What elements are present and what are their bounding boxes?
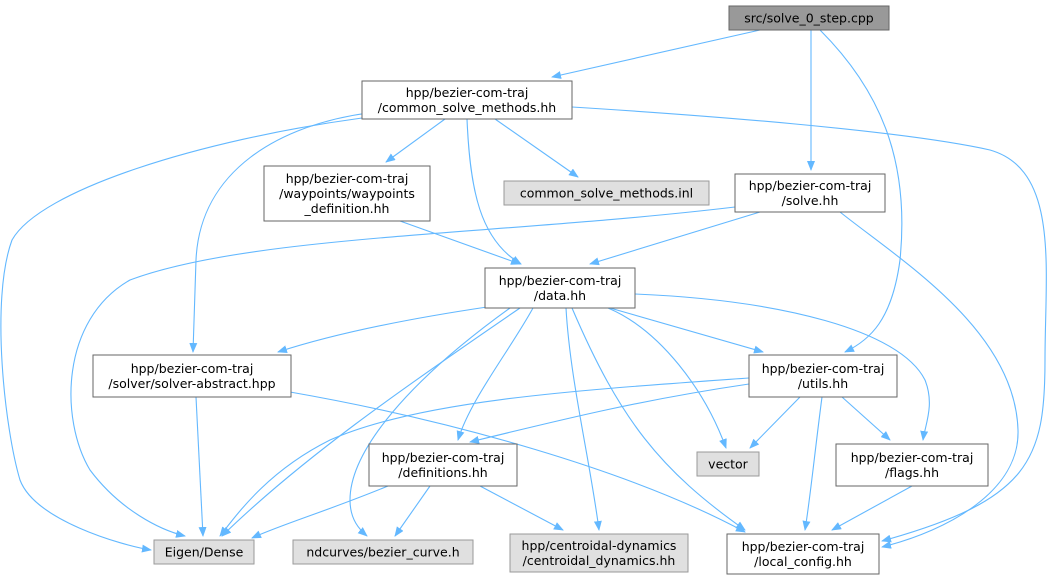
node-label-line: hpp/bezier-com-traj — [499, 273, 622, 288]
node-box — [835, 443, 989, 487]
node-label-line: /solve.hh — [782, 193, 839, 208]
node-label-line: hpp/bezier-com-traj — [749, 178, 872, 193]
edge-utils_hh-to-eigen_dense — [219, 377, 750, 537]
node-box — [696, 451, 760, 477]
node-box — [509, 533, 689, 573]
edge-data_hh-to-centroidal — [565, 307, 602, 531]
node-label-line: /centroidal_dynamics.hh — [523, 553, 676, 568]
node-label-line: /solver/solver-abstract.hpp — [108, 376, 275, 391]
edge-data_hh-to-local_config — [571, 307, 746, 531]
node-centroidal: hpp/centroidal-dynamics/centroidal_dynam… — [509, 533, 689, 573]
node-waypoints[interactable]: hpp/bezier-com-traj/waypoints/waypoints_… — [263, 165, 431, 222]
node-label-line: hpp/bezier-com-traj — [382, 450, 505, 465]
node-label-line: /definitions.hh — [398, 465, 487, 480]
node-label-line: _definition.hh — [304, 201, 390, 216]
edge-data_hh-to-vector — [607, 307, 727, 449]
edge-solver_abstract-to-eigen_dense — [195, 396, 207, 537]
node-box — [361, 80, 573, 120]
edge-solver_abstract-to-local_config — [289, 391, 746, 533]
node-label-line: /flags.hh — [885, 465, 939, 480]
node-local_config[interactable]: hpp/bezier-com-traj/local_config.hh — [726, 533, 880, 575]
node-definitions_hh[interactable]: hpp/bezier-com-traj/definitions.hh — [368, 443, 518, 487]
node-flags_hh[interactable]: hpp/bezier-com-traj/flags.hh — [835, 443, 989, 487]
edge-definitions_hh-to-bezier_curve — [394, 485, 431, 537]
edge-waypoints-to-data_hh — [399, 220, 521, 265]
node-label-line: hpp/bezier-com-traj — [286, 171, 409, 186]
node-label-line: /utils.hh — [798, 376, 848, 391]
node-label-line: hpp/centroidal-dynamics — [522, 538, 677, 553]
node-label-line: vector — [708, 457, 749, 472]
node-solve_0_step_cpp[interactable]: src/solve_0_step.cpp — [728, 5, 890, 31]
edge-data_hh-to-eigen_dense — [221, 307, 521, 537]
node-label-line: ndcurves/bezier_curve.h — [306, 545, 459, 560]
node-box — [748, 354, 898, 398]
node-box — [503, 180, 710, 206]
node-common_inl: common_solve_methods.inl — [503, 180, 710, 206]
node-label-line: /local_config.hh — [754, 554, 852, 569]
node-solver_abstract[interactable]: hpp/bezier-com-traj/solver/solver-abstra… — [92, 354, 292, 398]
edge-solve_hh-to-data_hh — [589, 211, 761, 266]
edge-data_hh-to-bezier_curve — [349, 307, 511, 537]
nodes: src/solve_0_step.cpphpp/bezier-com-traj/… — [92, 5, 989, 575]
edge-common_solve-to-common_inl — [494, 118, 579, 178]
node-label-line: /waypoints/waypoints — [279, 186, 415, 201]
node-eigen_dense: Eigen/Dense — [153, 539, 255, 565]
edge-utils_hh-to-flags_hh — [841, 396, 891, 441]
edge-solve_hh-to-local_config — [839, 211, 1019, 549]
node-label-line: /data.hh — [534, 288, 586, 303]
node-label-line: hpp/bezier-com-traj — [742, 539, 865, 554]
node-label-line: hpp/bezier-com-traj — [851, 450, 974, 465]
edge-data_hh-to-flags_hh — [634, 293, 930, 441]
edge-data_hh-to-utils_hh — [609, 307, 764, 354]
edge-common_solve-to-data_hh — [466, 118, 522, 265]
edge-definitions_hh-to-eigen_dense — [251, 485, 389, 539]
node-data_hh[interactable]: hpp/bezier-com-traj/data.hh — [484, 267, 636, 309]
node-label-line: hpp/bezier-com-traj — [131, 361, 254, 376]
edge-flags_hh-to-local_config — [831, 485, 913, 531]
node-label-line: common_solve_methods.inl — [520, 186, 693, 201]
edge-common_solve-to-solver_abstract — [189, 112, 369, 353]
edge-utils_hh-to-local_config — [802, 396, 823, 531]
edge-solve_0_step_cpp-to-common_solve — [551, 29, 761, 79]
node-box — [728, 5, 890, 31]
node-box — [292, 539, 474, 565]
edge-common_solve-to-local_config — [571, 106, 1047, 543]
node-common_solve[interactable]: hpp/bezier-com-traj/common_solve_methods… — [361, 80, 573, 120]
node-utils_hh[interactable]: hpp/bezier-com-traj/utils.hh — [748, 354, 898, 398]
node-box — [153, 539, 255, 565]
node-vector: vector — [696, 451, 760, 477]
edge-data_hh-to-definitions_hh — [456, 307, 534, 441]
edge-definitions_hh-to-centroidal — [479, 485, 564, 531]
edge-data_hh-to-solver_abstract — [277, 306, 488, 354]
node-box — [726, 533, 880, 575]
node-label-line: /common_solve_methods.hh — [378, 100, 556, 115]
node-box — [263, 165, 431, 222]
node-solve_hh[interactable]: hpp/bezier-com-traj/solve.hh — [734, 173, 886, 213]
node-label-line: hpp/bezier-com-traj — [762, 361, 885, 376]
node-bezier_curve: ndcurves/bezier_curve.h — [292, 539, 474, 565]
edge-solve_0_step_cpp-to-utils_hh — [819, 29, 903, 353]
node-box — [734, 173, 886, 213]
edge-solve_hh-to-eigen_dense — [70, 206, 736, 538]
edge-common_solve-to-waypoints — [385, 118, 446, 163]
edge-utils_hh-to-definitions_hh — [469, 383, 750, 444]
node-box — [92, 354, 292, 398]
node-box — [484, 267, 636, 309]
node-label-line: src/solve_0_step.cpp — [744, 11, 873, 26]
node-label-line: hpp/bezier-com-traj — [406, 85, 529, 100]
node-label-line: Eigen/Dense — [165, 545, 244, 560]
edge-utils_hh-to-vector — [749, 396, 801, 449]
edges — [0, 29, 1047, 553]
edge-common_solve-to-eigen_dense — [0, 117, 363, 553]
node-box — [368, 443, 518, 487]
